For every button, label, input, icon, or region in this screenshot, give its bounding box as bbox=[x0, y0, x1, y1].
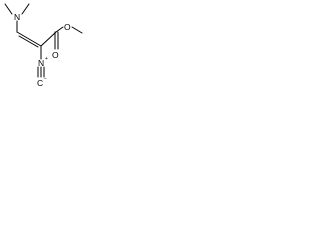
atom-amine-nitrogen: N bbox=[14, 12, 20, 22]
bond-methyl-right bbox=[21, 3, 30, 15]
bond-alpha-carbonyl bbox=[40, 31, 57, 47]
bond-ester-methyl bbox=[71, 26, 83, 34]
atom-ester-oxygen: O bbox=[64, 22, 71, 32]
bond-methyl-left bbox=[4, 3, 13, 15]
bond-vinyl-double-inner bbox=[18, 35, 39, 48]
atom-isocyanide-carbon: C bbox=[37, 78, 43, 88]
molecule-structure: N O O N + C − bbox=[4, 3, 83, 88]
charge-isocyanide-carbon: − bbox=[44, 76, 47, 82]
bond-carbonyl-ester bbox=[55, 26, 64, 33]
atom-carbonyl-oxygen: O bbox=[52, 50, 59, 60]
charge-isocyanide-nitrogen: + bbox=[45, 56, 48, 62]
bond-vinyl-double bbox=[16, 31, 42, 47]
atom-isocyanide-nitrogen: N bbox=[38, 58, 44, 68]
structure-diagram: N O O N + C − bbox=[0, 0, 90, 88]
